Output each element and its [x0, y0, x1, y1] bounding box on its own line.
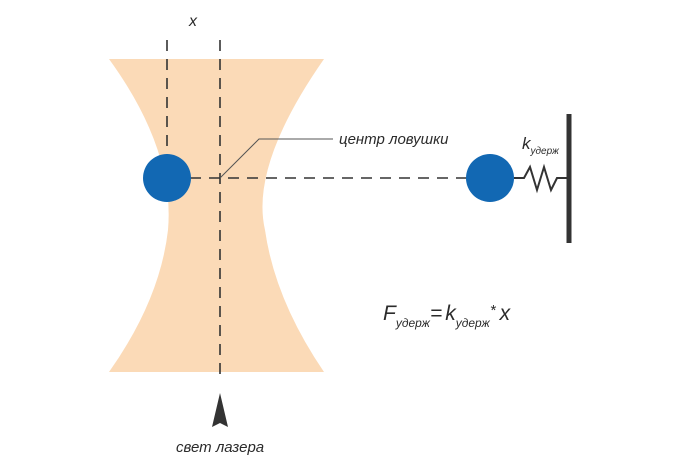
force-subscript: удерж [395, 316, 431, 330]
laser-direction-arrow [212, 393, 228, 427]
stiffness-symbol: k [445, 302, 457, 325]
spring-constant-subscript: удерж [530, 146, 561, 157]
equals-sign: = [430, 302, 442, 325]
trap-center-leader [219, 138, 333, 179]
stiffness-subscript: удерж [455, 316, 491, 330]
laser-light-label: свет лазера [176, 439, 264, 456]
multiply-operator: * [490, 302, 497, 319]
force-formula: Fудерж=kудерж*x [383, 302, 512, 330]
spring [514, 163, 569, 194]
trap-center-label: центр ловушки [339, 131, 449, 148]
trapped-bead [143, 154, 191, 202]
spring-constant-label: kудерж [522, 134, 560, 157]
spring-bead [466, 154, 514, 202]
displacement-label: x [188, 13, 198, 30]
force-symbol: F [383, 302, 397, 325]
spring-constant-symbol: k [522, 134, 532, 153]
displacement-variable: x [499, 302, 512, 325]
laser-beam-shape [109, 59, 324, 372]
